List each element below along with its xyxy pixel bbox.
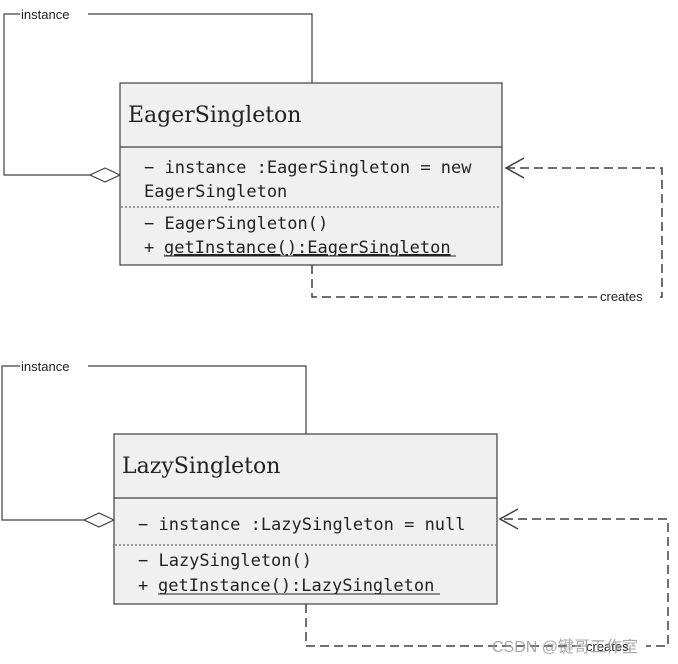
eager-association-label: instance	[21, 7, 69, 22]
lazy-dependency-label: creates	[586, 639, 629, 654]
lazy-dependency-label-bg	[584, 639, 646, 654]
eager-class-box	[119, 82, 503, 266]
eager-singleton-group: instance creates EagerSingleton − instan…	[3, 6, 663, 304]
eager-dependency-label: creates	[600, 289, 643, 304]
eager-dependency-line	[311, 167, 663, 298]
lazy-self-association-line	[1, 365, 307, 521]
eager-dependency-label-bg	[598, 289, 660, 304]
eager-association-label-bg	[20, 6, 88, 22]
eager-method: getInstance():EagerSingleton	[164, 238, 451, 258]
lazy-constructor: − LazySingleton()	[138, 551, 312, 571]
eager-self-association-line	[3, 13, 313, 176]
lazy-singleton-group: instance creates LazySingleton − instanc…	[1, 358, 669, 654]
lazy-association-label: instance	[21, 359, 69, 374]
eager-aggregation-diamond-icon	[88, 167, 122, 183]
lazy-dependency-arrow-icon	[498, 508, 519, 530]
eager-dependency-arrow-icon	[504, 157, 525, 179]
lazy-association-label-bg	[20, 358, 88, 374]
lazy-attribute: − instance :LazySingleton = null	[138, 515, 466, 535]
lazy-method-visibility: +	[138, 576, 148, 596]
lazy-class-box	[113, 433, 498, 605]
eager-constructor: − EagerSingleton()	[144, 214, 328, 234]
eager-method-visibility: +	[144, 238, 154, 258]
eager-attribute-line1: − instance :EagerSingleton = new	[144, 158, 472, 178]
lazy-method: getInstance():LazySingleton	[158, 576, 434, 596]
lazy-dependency-line	[305, 518, 669, 647]
watermark: CSDN @键哥工作室	[492, 638, 638, 656]
eager-class-name: EagerSingleton	[128, 103, 301, 128]
lazy-class-name: LazySingleton	[122, 454, 280, 479]
lazy-aggregation-diamond-icon	[82, 512, 116, 528]
eager-attribute-line2: EagerSingleton	[144, 182, 287, 202]
